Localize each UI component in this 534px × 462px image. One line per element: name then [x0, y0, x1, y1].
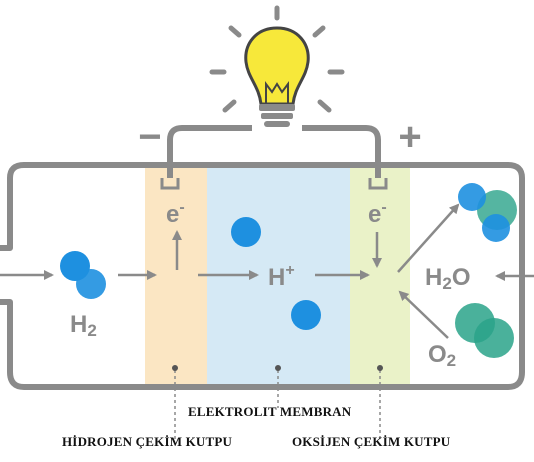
cathode-electron-label: e- [368, 199, 387, 228]
light-rays [209, 5, 345, 113]
positive-terminal-sign: + [398, 115, 421, 159]
anode-electron-label: e- [166, 199, 185, 228]
proton-particle [291, 300, 321, 330]
cathode-caption: OKSİJEN ÇEKİM KUTPU [292, 434, 451, 449]
o2-label: O2 [428, 341, 456, 370]
water-hydrogen-atom [482, 214, 510, 242]
cathode-dot [377, 365, 383, 371]
light-bulb-icon [244, 26, 310, 127]
cathode-terminal [368, 178, 388, 190]
membrane-dot [275, 365, 281, 371]
membrane-caption: ELEKTROLIT MEMBRAN [188, 404, 352, 419]
anode-caption: HİDROJEN ÇEKİM KUTPU [62, 434, 233, 449]
h2-label: H2 [70, 311, 97, 340]
external-wire [167, 125, 381, 178]
water-label: H2O [425, 264, 470, 293]
water-hydrogen-atom [458, 183, 486, 211]
oxygen-in-arrow [398, 290, 449, 339]
anode-terminal [160, 178, 180, 190]
negative-terminal-sign: − [138, 115, 161, 159]
oxygen-atom [474, 318, 514, 358]
hydrogen-atom [76, 269, 106, 299]
anode-dot [172, 365, 178, 371]
proton-label: H+ [268, 262, 295, 291]
flow-arrows [0, 203, 534, 339]
proton-particle [231, 217, 261, 247]
leader-lines [174, 370, 381, 440]
water-out-arrow [397, 203, 460, 273]
